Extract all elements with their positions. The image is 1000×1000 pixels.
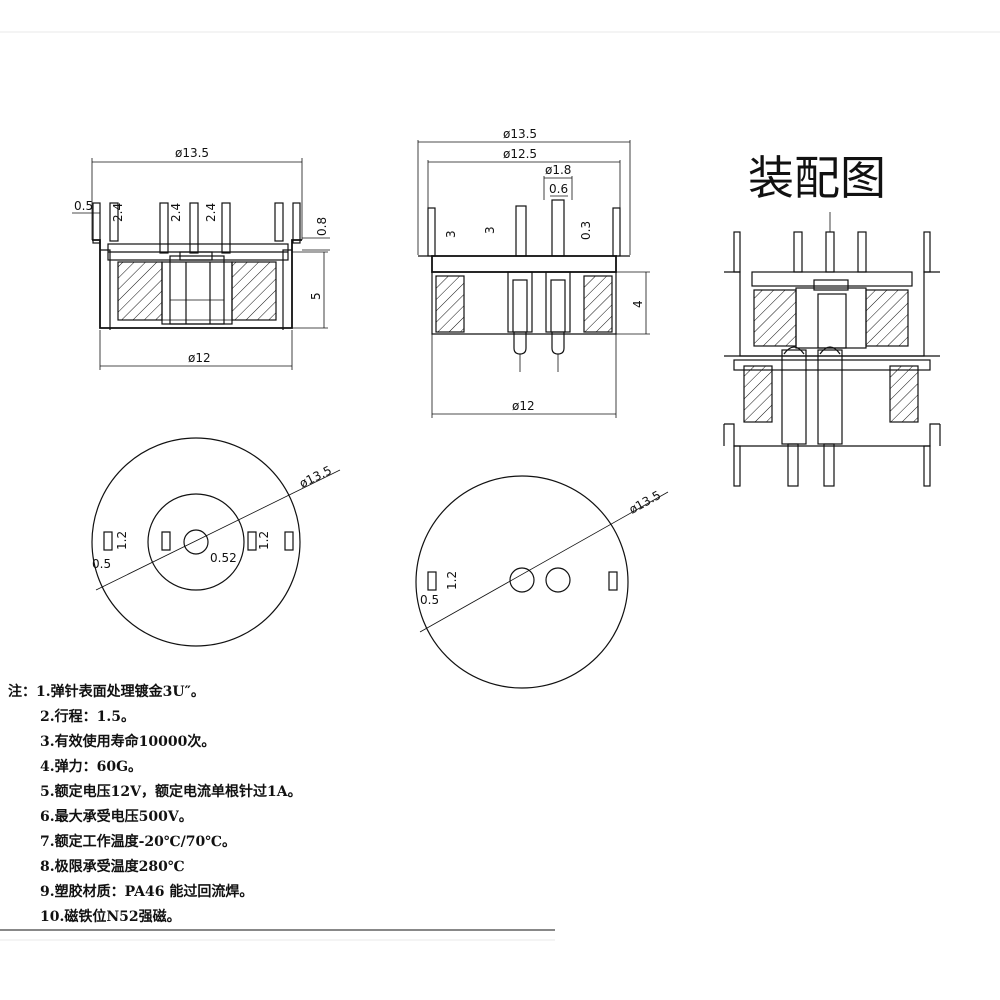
assembly-view: [723, 212, 941, 487]
note-10: 10.磁铁位N52强磁。: [40, 908, 181, 925]
dim-4: 4: [631, 300, 645, 308]
assembly-title: 装配图: [748, 151, 886, 205]
note-6: 6.最大承受电压500V。: [40, 808, 193, 825]
note-5: 5.额定电压12V，额定电流单根针过1A。: [40, 783, 302, 800]
dim-5: 5: [309, 292, 323, 300]
dim-2-4-b: 2.4: [169, 203, 183, 222]
note-4: 4.弹力：60G。: [40, 758, 142, 775]
spec-notes: 注：1.弹针表面处理镀金3U″。 2.行程：1.5。 3.有效使用寿命10000…: [0, 683, 555, 931]
dim-0-5-left: 0.5: [74, 199, 93, 213]
dim-diameter-1-8: ø1.8: [545, 163, 571, 177]
female-connector-side-view: ø13.5 0.5 2.4 2.4 2.4 0.8: [72, 146, 330, 370]
dim-2-4-c: 2.4: [204, 203, 218, 222]
dim-diameter-13-5-d: ø13.5: [627, 488, 664, 517]
female-connector-top-view: ø13.5 1.2 0.5 0.52 1.2: [91, 437, 341, 647]
male-connector-side-view: ø13.5 ø12.5 ø1.8 0.6 3 3 0.3: [417, 127, 650, 418]
dim-diameter-13-5-b: ø13.5: [503, 127, 537, 141]
dim-diameter-12-5: ø12.5: [503, 147, 537, 161]
dim-0-52: 0.52: [210, 551, 237, 565]
dim-diameter-12-b: ø12: [512, 399, 535, 413]
dim-diameter-12-a: ø12: [188, 351, 211, 365]
male-connector-top-view: ø13.5 1.2 0.5: [415, 475, 669, 689]
note-7: 7.额定工作温度-20℃/70℃。: [40, 833, 236, 850]
note-3: 3.有效使用寿命10000次。: [40, 733, 215, 750]
note-2: 2.行程：1.5。: [40, 708, 135, 725]
dim-0-8: 0.8: [315, 217, 329, 236]
note-9: 9.塑胶材质：PA46 能过回流焊。: [40, 883, 253, 900]
dim-3-b: 3: [483, 226, 497, 234]
dim-diameter-13-5: ø13.5: [175, 146, 209, 160]
dim-1-2-c: 1.2: [445, 571, 459, 590]
dim-1-2-a: 1.2: [115, 531, 129, 550]
dim-0-3: 0.3: [579, 221, 593, 240]
note-8: 8.极限承受温度280℃: [40, 858, 185, 875]
dim-diameter-13-5-c: ø13.5: [297, 463, 334, 491]
note-1: 注：1.弹针表面处理镀金3U″。: [8, 683, 205, 700]
dim-1-2-b: 1.2: [257, 531, 271, 550]
dim-3-a: 3: [444, 230, 458, 238]
dim-0-6: 0.6: [549, 182, 568, 196]
dim-0-5-b: 0.5: [92, 557, 111, 571]
dim-2-4-a: 2.4: [111, 203, 125, 222]
dim-0-5-c: 0.5: [420, 593, 439, 607]
